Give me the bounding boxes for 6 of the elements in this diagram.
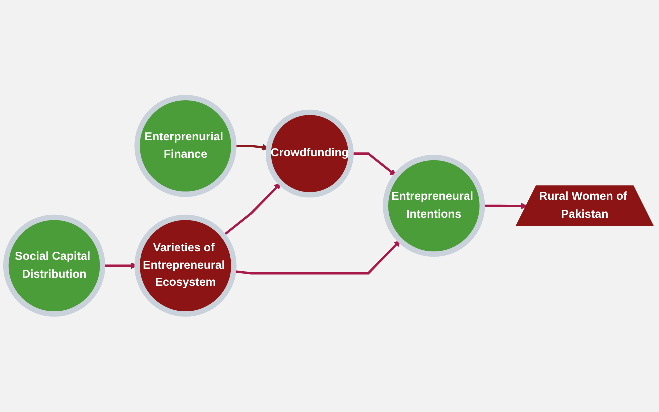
node-circle: Social Capital Distribution <box>3 214 106 317</box>
node-circle: Varieties of Entrepreneural Ecosystem <box>134 214 237 317</box>
arrow <box>222 183 282 237</box>
node-circle: Crowdfunding <box>266 110 354 198</box>
node-circle: Enterprenurial Finance <box>134 95 237 198</box>
node-circle: Entrepreneural Intentions <box>383 154 486 258</box>
